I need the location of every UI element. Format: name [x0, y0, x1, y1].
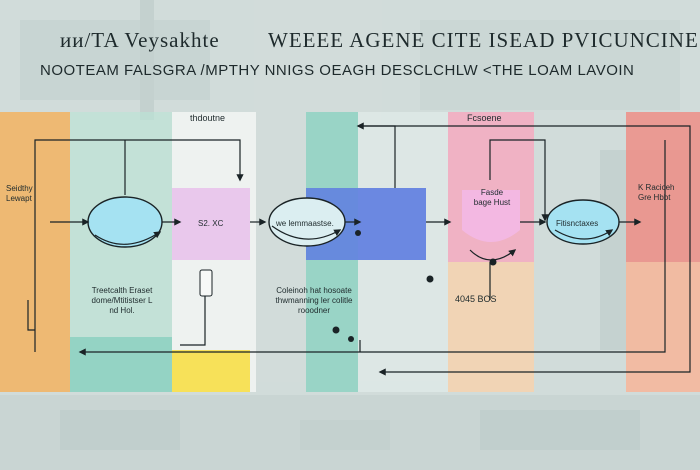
connector-col3-stub	[180, 290, 206, 346]
connector-pink-loop	[520, 139, 549, 222]
dot-5	[355, 230, 361, 236]
connector-right-down	[78, 140, 666, 356]
dot-4	[489, 258, 497, 266]
pink-node-text: Fasde bage Hust	[473, 188, 511, 207]
block-lavender	[172, 188, 250, 260]
column-heading-3: thdoutne	[190, 113, 226, 123]
rect-pink-text: S2. XC	[198, 219, 224, 228]
col7-note: 4045 BOS	[455, 294, 497, 304]
node-oval-1[interactable]	[87, 196, 163, 248]
connector-oval3-swoop	[554, 229, 614, 240]
pink-node-shape[interactable]	[462, 190, 520, 242]
connectors	[27, 122, 691, 376]
header-title-rest: WEEEE AGENE CITE ISEAD PVICUNCINES PIFAM	[268, 28, 700, 52]
connector-top-right	[358, 125, 691, 150]
column-heading-7: Fcsoene	[467, 113, 502, 123]
dot-1	[426, 275, 434, 283]
connector-pink-up	[489, 139, 520, 180]
dot-3	[348, 336, 354, 342]
oval-2-text: we lemmaastse.	[276, 219, 334, 228]
left-label: Seidthy Lewapt	[6, 184, 33, 203]
dot-2	[332, 326, 340, 334]
col2-note: Treetcalth Eraset dome/Mtitistser L nd H…	[91, 286, 153, 315]
block-peach-right	[626, 262, 700, 392]
device-icon	[199, 269, 213, 297]
connector-oval1-swoop	[94, 231, 162, 245]
block-yellow	[172, 350, 250, 392]
col5-note: Coleinoh hat hosoate thwmanning ler coli…	[275, 286, 353, 315]
header-subtitle: NOOTEAM FALSGRA /MPTHY NNIGS OEAGH DESCL…	[40, 62, 635, 79]
block-blue-2	[358, 188, 426, 260]
column-band-peach	[448, 262, 534, 392]
right-label: K Raciceh Gre Hbbt	[638, 183, 675, 202]
connector-bottom-2	[378, 150, 691, 376]
block-teal-bottom	[70, 337, 172, 392]
header-title-script: ᴎᴎ/TA Veysakhte	[60, 28, 220, 52]
connector-oval2-swoop	[271, 225, 342, 240]
oval-3-text: Fitisnctaxes	[556, 219, 599, 228]
connector-top-left	[34, 139, 244, 330]
connector-col2-vertical	[27, 300, 35, 331]
